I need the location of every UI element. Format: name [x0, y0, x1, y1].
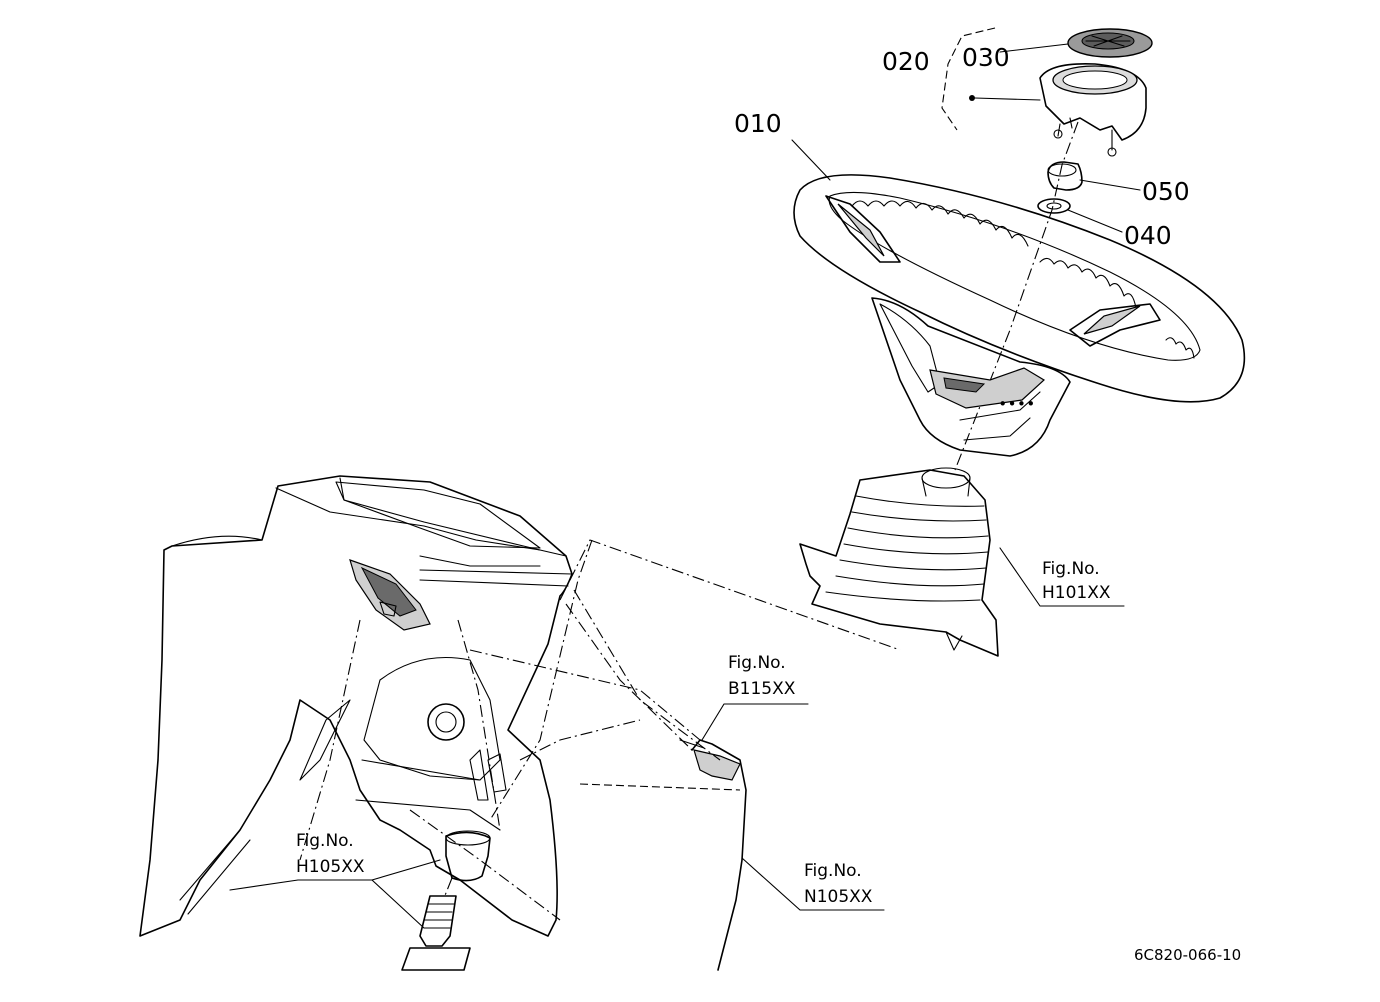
part-number-010: 010	[734, 109, 782, 138]
part-number-050: 050	[1142, 177, 1190, 206]
fig-ref-h101-label: Fig.No.	[1042, 559, 1100, 579]
horn-cover-020	[1039, 62, 1147, 157]
fig-ref-n105-number: N105XX	[804, 887, 873, 907]
part-number-040: 040	[1124, 221, 1172, 250]
svg-text:∙∙∙∙: ∙∙∙∙	[998, 394, 1036, 412]
part-number-020: 020	[882, 47, 930, 76]
dash-panel	[139, 475, 747, 971]
horn-cap-group	[941, 27, 1153, 157]
fig-ref-n105-label: Fig.No.	[804, 861, 862, 881]
fig-ref-h105-label: Fig.No.	[296, 831, 354, 851]
fig-ref-h101-number: H101XX	[1042, 583, 1111, 603]
fig-ref-b115-number: B115XX	[728, 679, 796, 699]
steering-shaft	[401, 830, 491, 971]
steering-wheel-010: ∙∙∙∙	[793, 174, 1246, 457]
part-number-030: 030	[962, 43, 1010, 72]
fig-ref-b115-label: Fig.No.	[728, 653, 786, 673]
fig-ref-h105-number: H105XX	[296, 857, 365, 877]
nut-050	[1047, 161, 1083, 191]
column-boot	[799, 467, 999, 657]
drawing-code: 6C820-066-10	[1134, 946, 1241, 964]
horn-cap-disc-030	[1067, 28, 1153, 58]
washer-040	[1037, 198, 1071, 214]
